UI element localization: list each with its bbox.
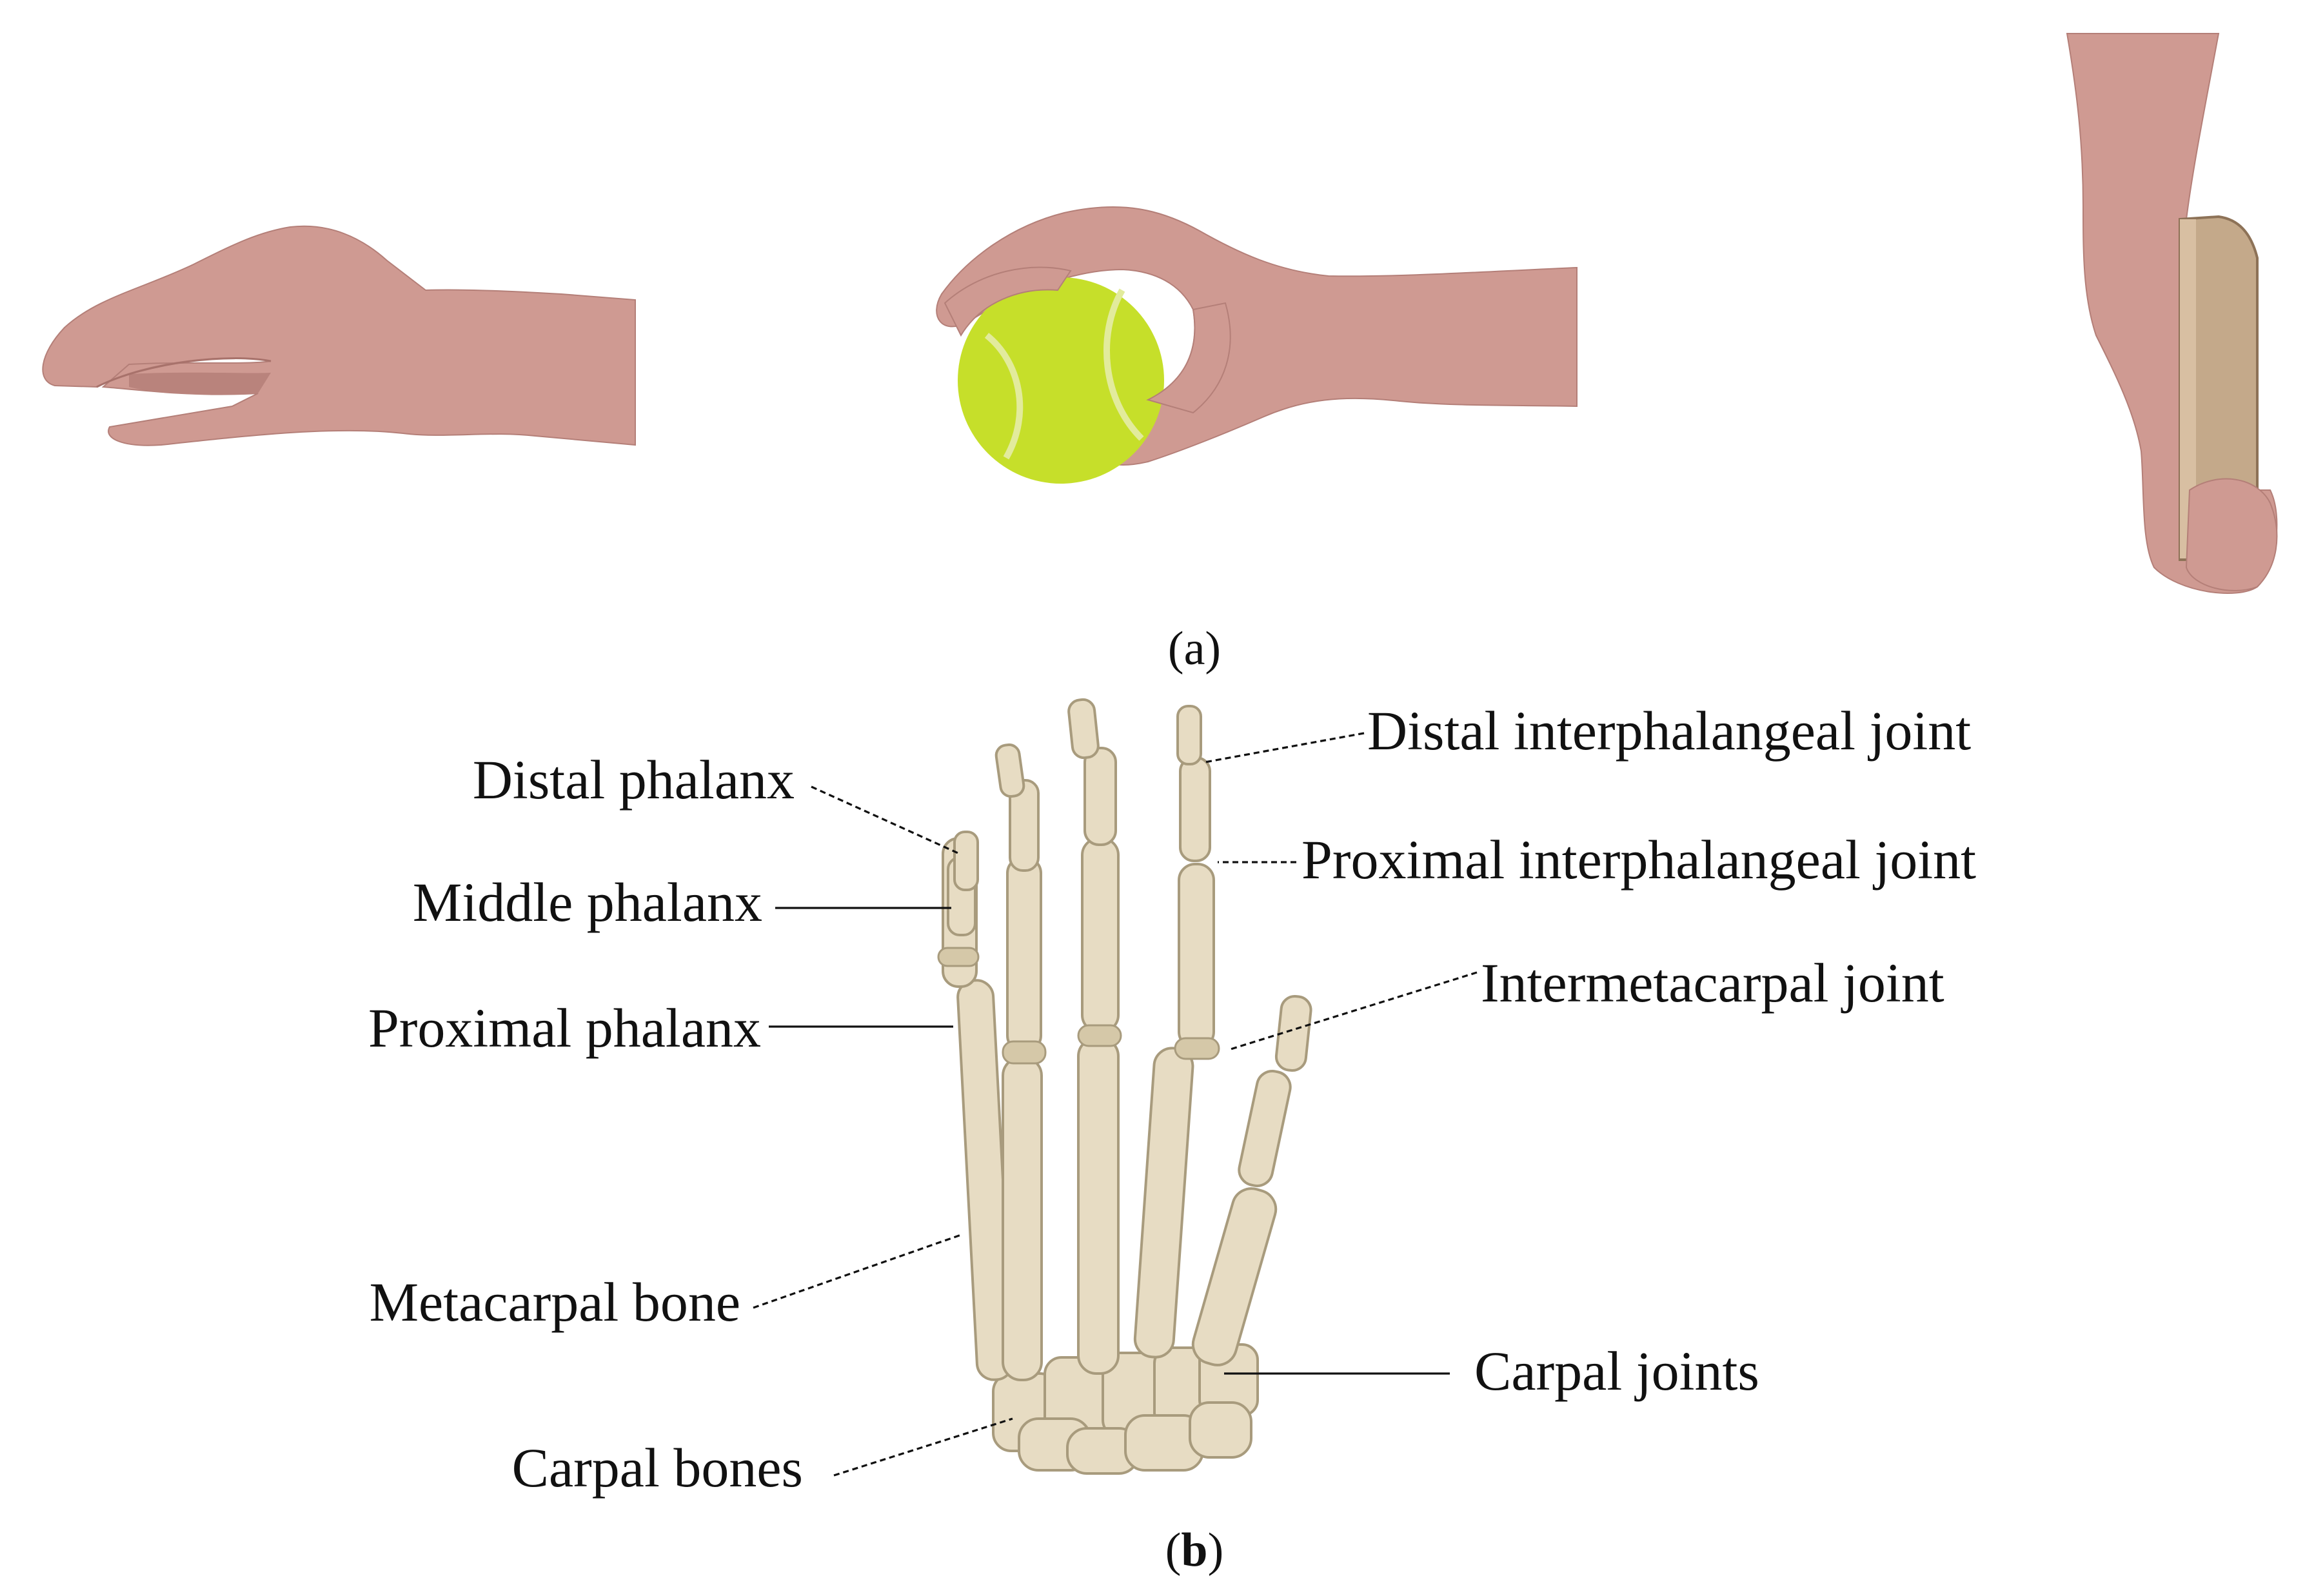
panel-b: Distal phalanx Middle phalanx Proximal p… — [368, 698, 1976, 1577]
leader-intermetacarpal-joint — [1228, 971, 1478, 1051]
label-carpal-joints: Carpal joints — [1474, 1340, 1759, 1402]
middle-finger-bones — [1067, 698, 1122, 1375]
ball-grip-hand-photo — [936, 206, 1578, 484]
label-distal-phalanx: Distal phalanx — [473, 749, 795, 811]
label-distal-interphalangeal-joint: Distal interphalangeal joint — [1367, 700, 1971, 762]
little-finger-bones — [937, 831, 1014, 1381]
pinch-grip-hand-photo — [42, 225, 636, 446]
leader-distal-phalanx — [811, 785, 962, 856]
label-carpal-bones: Carpal bones — [512, 1437, 803, 1499]
label-proximal-phalanx: Proximal phalanx — [368, 997, 761, 1059]
hand-skeleton-illustration — [937, 698, 1312, 1475]
leader-distal-interphalangeal-joint — [1204, 732, 1365, 764]
label-middle-phalanx: Middle phalanx — [413, 871, 762, 933]
leader-lines — [753, 732, 1478, 1477]
leader-carpal-bones — [833, 1417, 1013, 1477]
panel-a-caption: (a) — [1168, 622, 1221, 675]
thumb-bones — [1191, 994, 1312, 1366]
panel-a: (a) — [42, 33, 2278, 675]
panel-b-caption: (b) — [1165, 1524, 1223, 1577]
label-metacarpal-bone: Metacarpal bone — [370, 1271, 740, 1333]
ring-finger-bones — [994, 743, 1047, 1381]
label-proximal-interphalangeal-joint: Proximal interphalangeal joint — [1301, 829, 1976, 891]
leader-metacarpal-bone — [753, 1234, 962, 1309]
index-finger-bones — [1133, 705, 1220, 1359]
book-grip-hand-photo — [2066, 33, 2278, 594]
label-intermetacarpal-joint: Intermetacarpal joint — [1481, 952, 1944, 1014]
